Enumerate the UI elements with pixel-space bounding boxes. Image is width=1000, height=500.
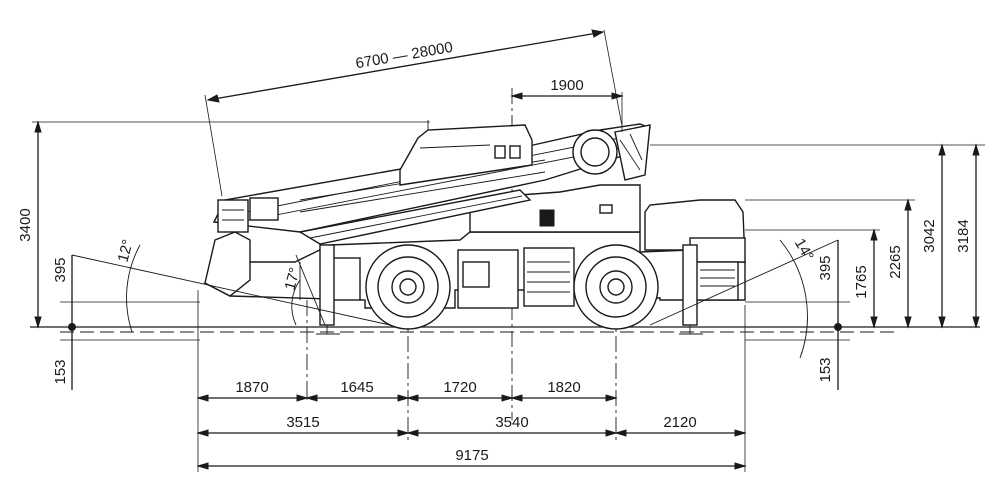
height-overall-label: 3400 <box>17 208 34 241</box>
wheels <box>365 244 659 330</box>
outrigger-pad-front-label: 153 <box>52 359 69 384</box>
boom-length-dimension <box>204 29 623 197</box>
boom-length-label: 6700 — 28000 <box>354 39 454 73</box>
dimension-labels: 6700 — 28000 1900 3400 395 153 12° 17° 1… <box>17 39 972 464</box>
wheelbase-a-label: 1720 <box>443 379 476 396</box>
left-height-dimensions <box>32 121 430 390</box>
height-3042-label: 3042 <box>921 219 938 252</box>
approach-angle-label: 12° <box>115 238 137 264</box>
height-2265-label: 2265 <box>887 245 904 278</box>
height-1765-label: 1765 <box>853 265 870 298</box>
angle-lines <box>71 239 839 359</box>
front-overhang-a-label: 1870 <box>235 379 268 396</box>
wheelbase-label: 3540 <box>495 414 528 431</box>
height-3184-label: 3184 <box>955 219 972 252</box>
wheelbase-b-label: 1820 <box>547 379 580 396</box>
jib-offset-dimension <box>512 92 623 132</box>
overall-length-label: 9175 <box>455 447 488 464</box>
ground-clearance-rear-label: 395 <box>817 255 834 280</box>
ground-clearance-front-label: 395 <box>52 257 69 282</box>
outrigger-pad-rear-label: 153 <box>817 357 834 382</box>
right-height-dimensions <box>650 144 985 390</box>
outrigger-angle-label: 17° <box>282 266 304 292</box>
front-overhang-b-label: 1645 <box>340 379 373 396</box>
front-section-label: 3515 <box>286 414 319 431</box>
jib-offset-label: 1900 <box>550 77 583 94</box>
rear-overhang-label: 2120 <box>663 414 696 431</box>
bottom-length-dimensions <box>34 29 980 472</box>
boom <box>212 120 652 245</box>
